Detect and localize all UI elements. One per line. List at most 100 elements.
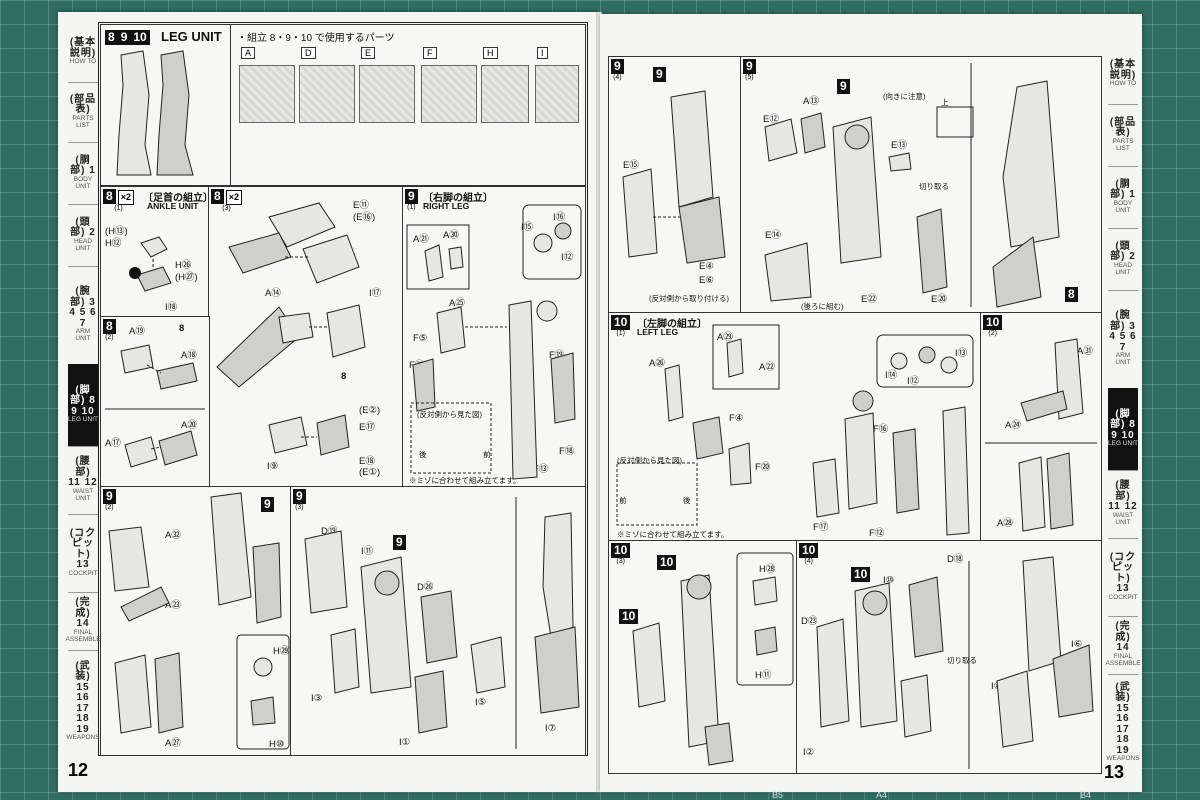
- ref-step: 10: [851, 567, 871, 582]
- part-label: I⑦: [545, 723, 557, 734]
- part-label: I①: [399, 737, 411, 748]
- step-9-1-panel: 9(1) 〔右脚の組立〕 RIGHT LEG A㉑ A㉚ A㉕ I⑮ I⑯ I⑫…: [402, 186, 586, 488]
- step-number: 9(5): [743, 59, 756, 81]
- tab-sub: FINAL ASSEMBLE: [65, 628, 101, 643]
- page-number: 13: [1104, 762, 1125, 782]
- part-label: H⑩: [269, 739, 285, 750]
- tab-label: (コクピット) 13: [1109, 551, 1137, 595]
- tab-label: (基本説明): [69, 37, 97, 59]
- runner-h-thumbnail: [481, 65, 529, 123]
- tab-sub: HEAD UNIT: [1113, 261, 1133, 276]
- step-number: 10(4): [799, 543, 819, 565]
- part-label: F⑱: [559, 446, 575, 457]
- runner-label: D: [301, 47, 316, 59]
- tab-sub: LEG UNIT: [1108, 440, 1138, 448]
- part-label: I⑯: [553, 212, 566, 223]
- callout-note: (反対側から見た図): [617, 456, 682, 465]
- tab-parts-list[interactable]: (部品表)PARTS LIST: [1108, 104, 1138, 167]
- callout-note: (反対側から取り付ける): [649, 294, 729, 303]
- step-num: 10: [983, 315, 1003, 330]
- book-spine: [596, 12, 602, 792]
- part-label: A⑰: [105, 438, 121, 449]
- part-label: H㉘: [759, 564, 776, 575]
- part-label: A㉙: [717, 332, 733, 343]
- part-label: I⑪: [361, 546, 374, 557]
- step-10-2-panel: 10(2) A㉛ A㉔ A㉘: [980, 312, 1102, 542]
- step-number: 9(1): [405, 189, 418, 211]
- panel-title-jp: 〔左脚の組立〕: [637, 319, 707, 330]
- part-label: A㉕: [449, 298, 465, 309]
- tab-label: (コクピット) 13: [69, 527, 97, 571]
- ankle-diagram: [129, 236, 172, 292]
- tab-label: (脚部) 8 9 10: [1110, 408, 1136, 441]
- tab-label: (胴部) 1: [1110, 178, 1136, 201]
- part-label: (H㉗): [175, 272, 198, 283]
- tab-parts-list[interactable]: (部品表)PARTS LIST: [68, 82, 98, 143]
- ref-step: 10: [619, 609, 639, 624]
- runner-a-thumbnail: [239, 65, 295, 123]
- tab-sub: ARM UNIT: [1115, 352, 1131, 366]
- sub-step: (3): [222, 205, 231, 212]
- mat-mark: A4: [876, 790, 888, 800]
- tab-sub: PARTS LIST: [72, 114, 94, 129]
- page-number: 12: [68, 760, 89, 780]
- part-label: E⑱: [359, 456, 375, 467]
- part-label: I⑥: [1071, 639, 1083, 650]
- step-9-4-diagram: [622, 90, 726, 264]
- tab-sub: COCKPIT: [68, 569, 98, 577]
- callout-note: 切り取る: [919, 182, 949, 191]
- tab-how-to[interactable]: (基本説明)HOW TO: [68, 22, 98, 83]
- tab-how-to[interactable]: (基本説明)HOW TO: [1108, 44, 1138, 105]
- panel-title-jp: 〔足首の組立〕: [143, 193, 213, 204]
- step-number: 9(2): [103, 489, 116, 511]
- part-label: A㉘: [997, 518, 1013, 529]
- step-8-2-diagram: [105, 344, 205, 468]
- part-label: F⑲: [549, 350, 565, 361]
- part-label: I②: [803, 747, 815, 758]
- tab-label: (武装) 15 16 17 18 19: [75, 660, 91, 735]
- runner-label: E: [361, 47, 376, 59]
- part-label: E⑪: [353, 200, 369, 211]
- sub-step: (1): [407, 204, 416, 211]
- tab-sub: BODY UNIT: [1113, 199, 1133, 214]
- part-label: A㉖: [649, 358, 665, 369]
- part-label: A⑬: [803, 96, 819, 107]
- part-label: I⑬: [955, 348, 968, 359]
- step-8-2-panel: 8(2) A⑲ 8 A⑱ A⑳ A⑰: [100, 316, 210, 488]
- callout-note: 上: [941, 98, 949, 107]
- part-label: A⑱: [181, 350, 197, 361]
- part-label: I⑫: [907, 376, 920, 387]
- tab-sub: LEG UNIT: [68, 416, 98, 424]
- part-label: F④: [729, 413, 744, 424]
- tab-label: (頭部) 2: [70, 216, 96, 239]
- step-10-4-panel: 10(4) 10 D⑱ I⑩ D㉓ I⑧ I⑥ I② I④ 切り取る: [796, 540, 1102, 774]
- part-label: (E⑯): [353, 212, 376, 223]
- sub-step: (4): [804, 558, 813, 565]
- callout-note: 後: [683, 496, 691, 505]
- part-label: I⑤: [475, 697, 487, 708]
- part-label: I⑮: [521, 222, 534, 233]
- part-label: D㉖: [417, 582, 434, 593]
- step-badge: 9: [117, 30, 131, 45]
- callout-note: 前: [619, 496, 627, 505]
- sub-step: (5): [745, 74, 754, 81]
- part-label: A⑭: [265, 288, 281, 299]
- callout-note: 前: [483, 450, 491, 459]
